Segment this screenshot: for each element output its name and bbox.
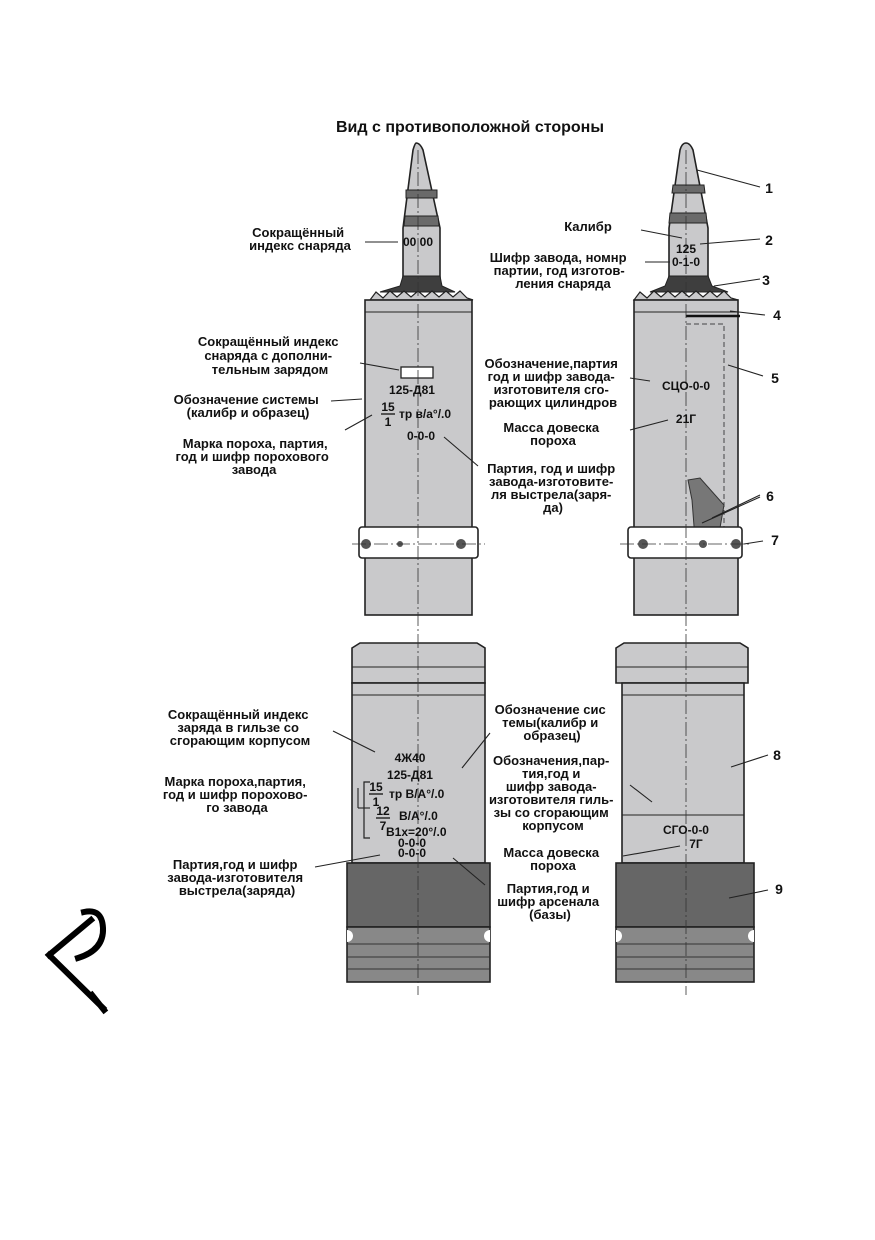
case-right-marking: СГО-0-0 (663, 823, 709, 837)
case-right-top-ring (615, 642, 749, 684)
batch-label: Партия, год и шифр завода-изготовите- ля… (487, 461, 619, 515)
case-index-label: Сокращённый индекс заряда в гильзе со сг… (168, 707, 312, 748)
leader-lines (314, 169, 769, 899)
charge-right (627, 299, 743, 616)
powder-label: Марка пороха, партия, год и шифр порохов… (175, 436, 332, 477)
case-powder-label: Марка пороха,партия, год и шифр порохово… (163, 774, 311, 815)
charge-left (358, 299, 479, 616)
powder-num: 15 (381, 400, 395, 414)
charge-left-ring (358, 526, 479, 559)
projectile-left-index-label: Сокращённый индекс снаряда (249, 225, 351, 253)
callout-5: 5 (771, 370, 779, 386)
case-left (346, 642, 491, 983)
case-right (615, 642, 755, 983)
charge-right-ring (627, 526, 743, 559)
projectile-right-band (671, 184, 706, 194)
diagram-title: Вид с противоположной стороны (336, 119, 604, 136)
arsenal-label: Партия,год и шифр арсенала (базы) (497, 881, 603, 922)
callout-4: 4 (773, 307, 781, 323)
callout-6: 6 (766, 488, 774, 504)
projectile-right-driving-band (649, 275, 729, 293)
mass-marking-lower: 7Г (689, 837, 703, 851)
case-batch-label: Партия,год и шифр завода-изготовителя вы… (167, 857, 306, 898)
projectile-left (368, 142, 474, 301)
factory-marking: 0-1-0 (672, 255, 700, 269)
projectile-left-body (402, 142, 441, 279)
extra-index-box (400, 366, 434, 379)
mass-label-lower: Масса довеска пороха (503, 845, 602, 873)
factory-label: Шифр завода, номнр партии, год изготов- … (490, 250, 630, 291)
projectile-left-driving-band (379, 275, 456, 293)
corner-mark-icon (44, 908, 109, 1015)
mass-marking-upper: 21Г (676, 412, 696, 426)
callout-8: 8 (773, 747, 781, 763)
case-right-rim (615, 926, 755, 983)
batch-marking: 0-0-0 (407, 429, 435, 443)
caliber-label: Калибр (564, 219, 612, 234)
callout-9: 9 (775, 881, 783, 897)
case-p2-rest: В/А°/.0 (399, 809, 438, 823)
callout-3: 3 (762, 272, 770, 288)
case-system-marking: 125-Д81 (387, 768, 433, 782)
caliber-marking: 125 (676, 242, 696, 256)
callout-1: 1 (765, 180, 773, 196)
charge-left-body (364, 299, 473, 616)
powder-rest: тр в/а°/.0 (399, 407, 451, 421)
projectile-left-marking: 00 00 (403, 235, 433, 249)
system-marking: 125-Д81 (389, 383, 435, 397)
case-p1-num: 15 (369, 780, 383, 794)
case-left-base (346, 862, 491, 928)
projectile-left-band (403, 215, 440, 227)
case-batch2: 0-0-0 (398, 846, 426, 860)
case-batch1: 0-0-0 (398, 836, 426, 850)
case-p3: В1х=20°/.0 (386, 825, 447, 839)
projectile-left-band (405, 189, 438, 199)
case-p1-rest: тр В/А°/.0 (389, 787, 445, 801)
powder-den: 1 (385, 415, 392, 429)
case-left-top-ring (351, 642, 486, 684)
case-p1-den: 1 (373, 795, 380, 809)
case-right-label: Обозначения,пар- тия,год и шифр завода- … (489, 753, 617, 833)
case-left-body (351, 682, 486, 864)
mass-label-upper: Масса довеска пороха (503, 420, 602, 448)
case-p2-den: 7 (380, 819, 387, 833)
case-system-label: Обозначение сис темы(калибр и образец) (495, 702, 610, 743)
system-label: Обозначение системы (калибр и образец) (174, 392, 323, 420)
case-left-rim (346, 926, 491, 983)
extra-index-label: Сокращённый индекс снаряда с дополни- те… (198, 334, 342, 377)
case-p2-num: 12 (376, 804, 390, 818)
callout-7: 7 (771, 532, 779, 548)
case-left-crimp (368, 290, 474, 301)
ring-rivet (456, 539, 466, 549)
callout-2: 2 (765, 232, 773, 248)
charge-right-body (633, 299, 739, 616)
case-right-body (621, 682, 745, 864)
cylinder-marking: СЦО-0-0 (662, 379, 710, 393)
case-index-marking: 4Ж40 (395, 751, 426, 765)
case-right-base (615, 862, 755, 928)
projectile-right-band (668, 212, 708, 224)
cylinder-label: Обозначение,партия год и шифр завода- из… (484, 356, 621, 410)
